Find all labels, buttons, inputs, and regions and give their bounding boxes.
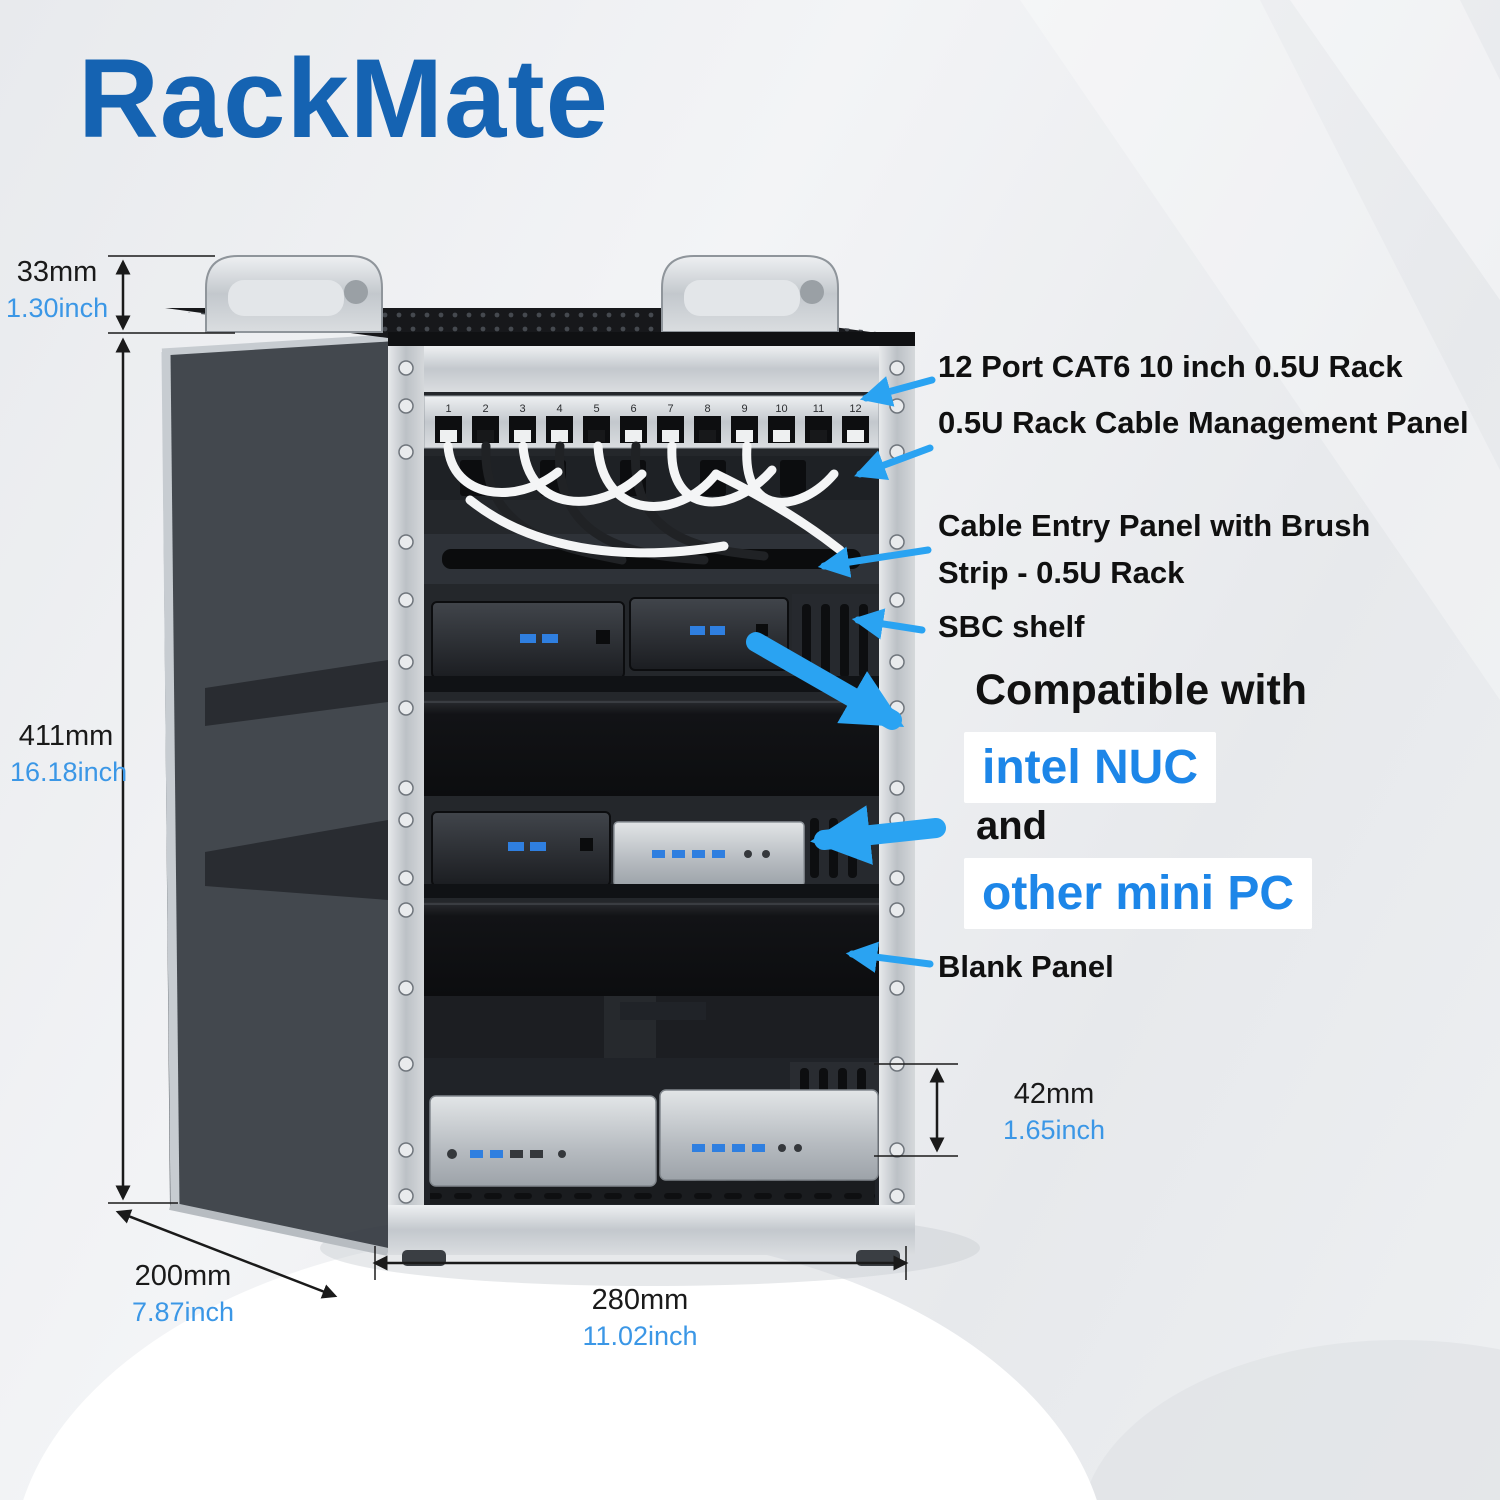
left-rail (388, 346, 424, 1254)
callout-blank-panel: Blank Panel (938, 949, 1114, 984)
handle-left (205, 255, 383, 333)
side-panel (161, 334, 389, 1256)
dimension-unit-height: 42mm 1.65inch (988, 1076, 1120, 1148)
dimension-mm: 33mm (16, 256, 98, 288)
port-number: 11 (813, 403, 824, 415)
handle-right (661, 255, 839, 333)
port-number: 8 (704, 403, 710, 415)
sbc-mini-pc-1 (431, 601, 625, 679)
port-number: 4 (556, 403, 562, 415)
port-number: 9 (741, 403, 747, 415)
port-number: 1 (445, 403, 451, 415)
callout-sbc-shelf: SBC shelf (938, 609, 1085, 644)
bottom-shelf (424, 1058, 879, 1205)
rack-illustration: 1 2 3 4 5 6 7 8 9 10 11 12 (161, 255, 915, 1266)
dimension-rack-height: 411mm 16.18inch (10, 718, 128, 790)
dimension-mm: 42mm (1013, 1078, 1095, 1110)
dimension-mm: 280mm (591, 1284, 689, 1316)
dimension-handle-height: 33mm 1.30inch (6, 254, 108, 326)
bottom-mini-pc-left (429, 1095, 657, 1187)
callout-arrows (746, 376, 946, 973)
compatibility-heading: Compatible with (975, 666, 1308, 714)
sbc-mini-pc-2 (629, 597, 789, 671)
compatibility-intel-nuc: intel NUC (964, 732, 1216, 803)
mini-pc-shelf (424, 810, 879, 898)
port-number: 12 (849, 403, 861, 415)
callout-cable-management: 0.5U Rack Cable Management Panel (938, 405, 1469, 440)
dimension-inch: 1.65inch (1002, 1115, 1106, 1146)
dimension-mm: 200mm (134, 1260, 232, 1292)
dimension-inch: 7.87inch (131, 1297, 235, 1328)
rail-screws (398, 360, 905, 1204)
port-number: 2 (482, 403, 488, 415)
ethernet-ports (435, 416, 869, 443)
bottom-base (388, 1205, 915, 1255)
open-bay (424, 996, 879, 1058)
dimension-depth: 200mm 7.87inch (112, 1258, 254, 1330)
compatibility-conjunction: and (976, 804, 1048, 848)
callout-patch-panel: 12 Port CAT6 10 inch 0.5U Rack (938, 349, 1403, 384)
dimension-mm: 411mm (18, 720, 114, 752)
dimension-inch: 11.02inch (582, 1321, 698, 1352)
silver-mini-pc (613, 821, 805, 887)
compatibility-other-mini-pc: other mini PC (964, 858, 1313, 929)
front-top-band (388, 346, 915, 392)
port-number: 3 (519, 403, 525, 415)
dimension-lines (108, 255, 958, 1299)
intel-nuc (431, 811, 611, 887)
sbc-shelf (424, 594, 879, 692)
blank-panel-1 (424, 700, 879, 796)
background-light-streaks (1020, 0, 1500, 700)
dimension-inch: 16.18inch (10, 757, 128, 788)
port-number: 10 (775, 403, 787, 415)
port-number: 6 (630, 403, 636, 415)
dimension-width: 280mm 11.02inch (515, 1282, 765, 1354)
brand-title: RackMate (78, 36, 609, 161)
front-top-rim (388, 332, 915, 346)
blank-panel-2 (424, 902, 879, 996)
dimension-inch: 1.30inch (6, 293, 109, 324)
bottom-mini-pc-right (659, 1089, 879, 1181)
network-cables (443, 441, 845, 565)
right-rail (879, 346, 915, 1254)
patch-panel: 1 2 3 4 5 6 7 8 9 10 11 12 (423, 395, 880, 449)
port-number: 7 (667, 403, 673, 415)
callout-brush-panel: Cable Entry Panel with Brush Strip - 0.5… (938, 508, 1371, 590)
port-number: 5 (593, 403, 599, 415)
brush-entry-panel (424, 534, 879, 584)
